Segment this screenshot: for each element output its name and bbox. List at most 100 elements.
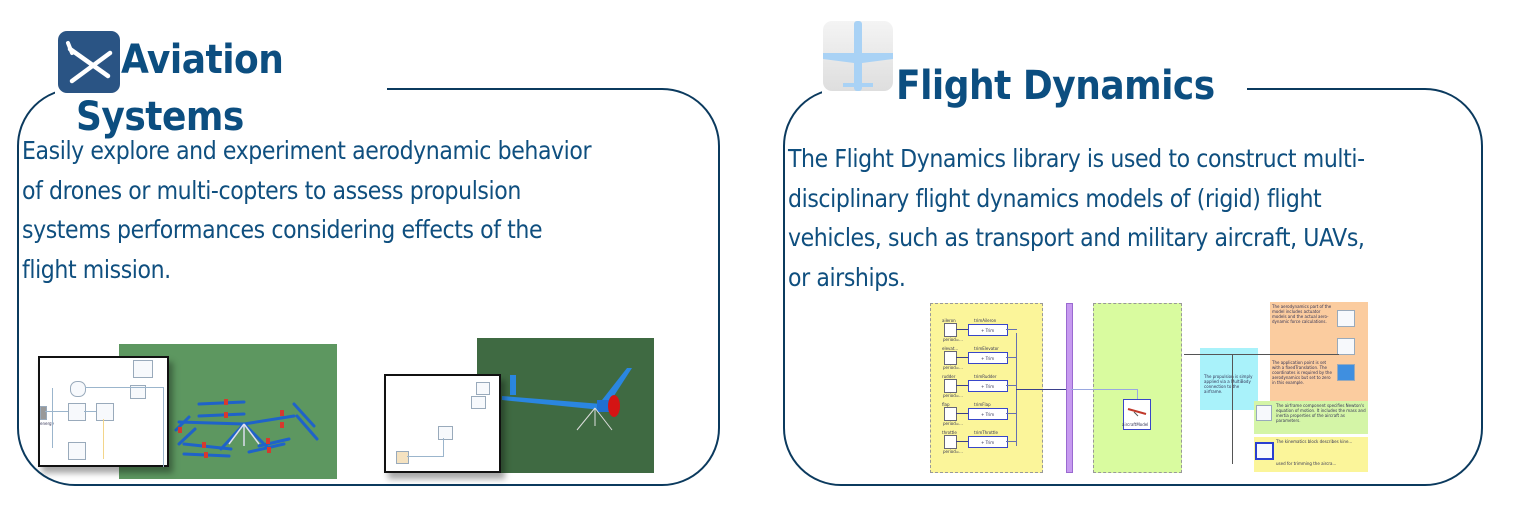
wire bbox=[1184, 354, 1339, 355]
trim-block: + Trim bbox=[968, 436, 1008, 448]
note-application-point: The application point is set with a fixe… bbox=[1272, 360, 1332, 385]
description-line: or airships. bbox=[788, 262, 906, 292]
description-line: The Flight Dynamics library is used to c… bbox=[788, 144, 1365, 173]
wire bbox=[1006, 441, 1017, 442]
trim-block-text: + Trim bbox=[981, 384, 995, 389]
trim-block-text: + Trim bbox=[981, 328, 995, 333]
trim-block-label: trimFlap bbox=[974, 402, 991, 407]
motor-block bbox=[68, 403, 86, 421]
pulse-source-block bbox=[944, 435, 957, 449]
kinematics-block bbox=[1255, 442, 1274, 460]
trim-period-label: period=... bbox=[943, 337, 963, 342]
description-line: systems performances considering effects… bbox=[22, 215, 543, 244]
card-title-line2: Systems bbox=[76, 94, 244, 140]
wire bbox=[1006, 413, 1017, 414]
aerodynamics-area: The aerodynamics part of the model inclu… bbox=[1270, 302, 1368, 409]
battery-block bbox=[68, 442, 86, 460]
wire bbox=[1071, 389, 1137, 390]
pulse-source-block bbox=[944, 351, 957, 365]
card-description: Easily explore and experiment aerodynami… bbox=[22, 131, 592, 289]
trim-block: + Trim bbox=[968, 408, 1008, 420]
fixed-wing-model-diagram bbox=[384, 374, 501, 473]
trim-block-label: trimThrottle bbox=[974, 430, 998, 435]
trim-source-label: flap bbox=[942, 402, 950, 407]
description-line: disciplinary flight dynamics models of (… bbox=[788, 183, 1322, 213]
aircraft-block-label: aircraftModel bbox=[1122, 422, 1149, 427]
wire bbox=[956, 357, 968, 358]
wire bbox=[443, 438, 444, 457]
wire bbox=[1006, 385, 1017, 386]
trim-row: throttle period=... trimThrottle + Trim bbox=[929, 430, 1039, 456]
trim-row: elevat... period=... trimElevator+ Trim bbox=[929, 346, 1039, 372]
trim-block-text: + Trim bbox=[981, 412, 995, 417]
propeller-block bbox=[96, 403, 114, 421]
environment-block bbox=[471, 396, 486, 409]
trim-row: rudder period=... trimRudder + Trim bbox=[929, 374, 1039, 400]
pulse-source-block bbox=[944, 379, 957, 393]
description-line: Easily explore and experiment aerodynami… bbox=[22, 136, 592, 165]
trim-block-text: + Trim bbox=[981, 440, 995, 445]
crossed-propeller-icon bbox=[58, 31, 120, 93]
note-aerodynamics: The aerodynamics part of the model inclu… bbox=[1272, 304, 1332, 324]
wire bbox=[956, 441, 968, 442]
trim-block: + Trim bbox=[968, 380, 1008, 392]
trim-period-label: period=... bbox=[943, 421, 963, 426]
trim-block-label: trimAileron bbox=[974, 318, 997, 323]
trim-block: + Trim bbox=[968, 352, 1008, 364]
wire bbox=[956, 385, 968, 386]
wire bbox=[45, 411, 68, 412]
trim-source-label: aileron bbox=[942, 318, 956, 323]
trim-row: flap period=... trimFlap + Trim bbox=[929, 402, 1039, 428]
diagram-caption bbox=[1219, 292, 1220, 297]
trim-source-label: throttle bbox=[942, 430, 957, 435]
wire bbox=[84, 411, 96, 412]
card-description: The Flight Dynamics library is used to c… bbox=[788, 139, 1365, 297]
actuator-block bbox=[1337, 338, 1355, 355]
signal-bus bbox=[1066, 303, 1073, 473]
wire bbox=[1016, 389, 1066, 390]
wire bbox=[1006, 357, 1017, 358]
fixed-translation-block bbox=[1337, 364, 1355, 381]
propulsion-area: The propulsion is simply applied via a M… bbox=[1200, 348, 1258, 410]
card-title-line1: Aviation bbox=[121, 37, 284, 83]
wire bbox=[163, 387, 164, 467]
trim-block-label: trimElevator bbox=[974, 346, 999, 351]
wire bbox=[956, 329, 968, 330]
energy-label: energy bbox=[40, 421, 54, 426]
trim-period-label: period=... bbox=[943, 365, 963, 370]
wire bbox=[103, 419, 104, 459]
airframe-block bbox=[438, 426, 453, 440]
note-airframe: The airframe component specifies Newton'… bbox=[1276, 403, 1366, 423]
trim-row: aileron period=... trimAileron + Trim bbox=[929, 318, 1039, 344]
fixed-wing-3d-animation bbox=[477, 338, 654, 473]
title-gap bbox=[55, 78, 387, 98]
aero-block bbox=[1337, 310, 1355, 327]
pulse-source-block bbox=[944, 323, 957, 337]
environment-block bbox=[130, 385, 146, 399]
description-line: vehicles, such as transport and military… bbox=[788, 223, 1365, 252]
aircraft-block: aircraftModel bbox=[1122, 399, 1151, 430]
wire bbox=[1006, 329, 1017, 330]
world-frame-block bbox=[476, 382, 490, 395]
trim-block-label: trimRudder bbox=[974, 374, 997, 379]
world-frame-block bbox=[133, 360, 153, 378]
title-gap bbox=[822, 78, 1247, 98]
trim-source-label: elevat... bbox=[942, 346, 959, 351]
energy-source-block bbox=[40, 406, 47, 420]
pulse-source-block bbox=[944, 407, 957, 421]
trim-period-label: period=... bbox=[943, 449, 963, 454]
aircraft-area bbox=[1093, 303, 1182, 473]
wire bbox=[52, 388, 53, 448]
airframe-area: The airframe component specifies Newton'… bbox=[1254, 401, 1368, 434]
controller-block bbox=[396, 451, 409, 464]
note-trimming: used for trimming the aircra... bbox=[1276, 461, 1337, 466]
sensor-block bbox=[70, 381, 86, 397]
trim-period-label: period=... bbox=[943, 393, 963, 398]
wire bbox=[407, 456, 444, 457]
trim-source-label: rudder bbox=[942, 374, 956, 379]
card-title: Flight Dynamics bbox=[896, 63, 1215, 109]
description-line: of drones or multi-copters to assess pro… bbox=[22, 175, 521, 205]
airplane-icon bbox=[823, 21, 893, 91]
note-kinematics: The kinematics block describes kine... bbox=[1276, 439, 1353, 444]
